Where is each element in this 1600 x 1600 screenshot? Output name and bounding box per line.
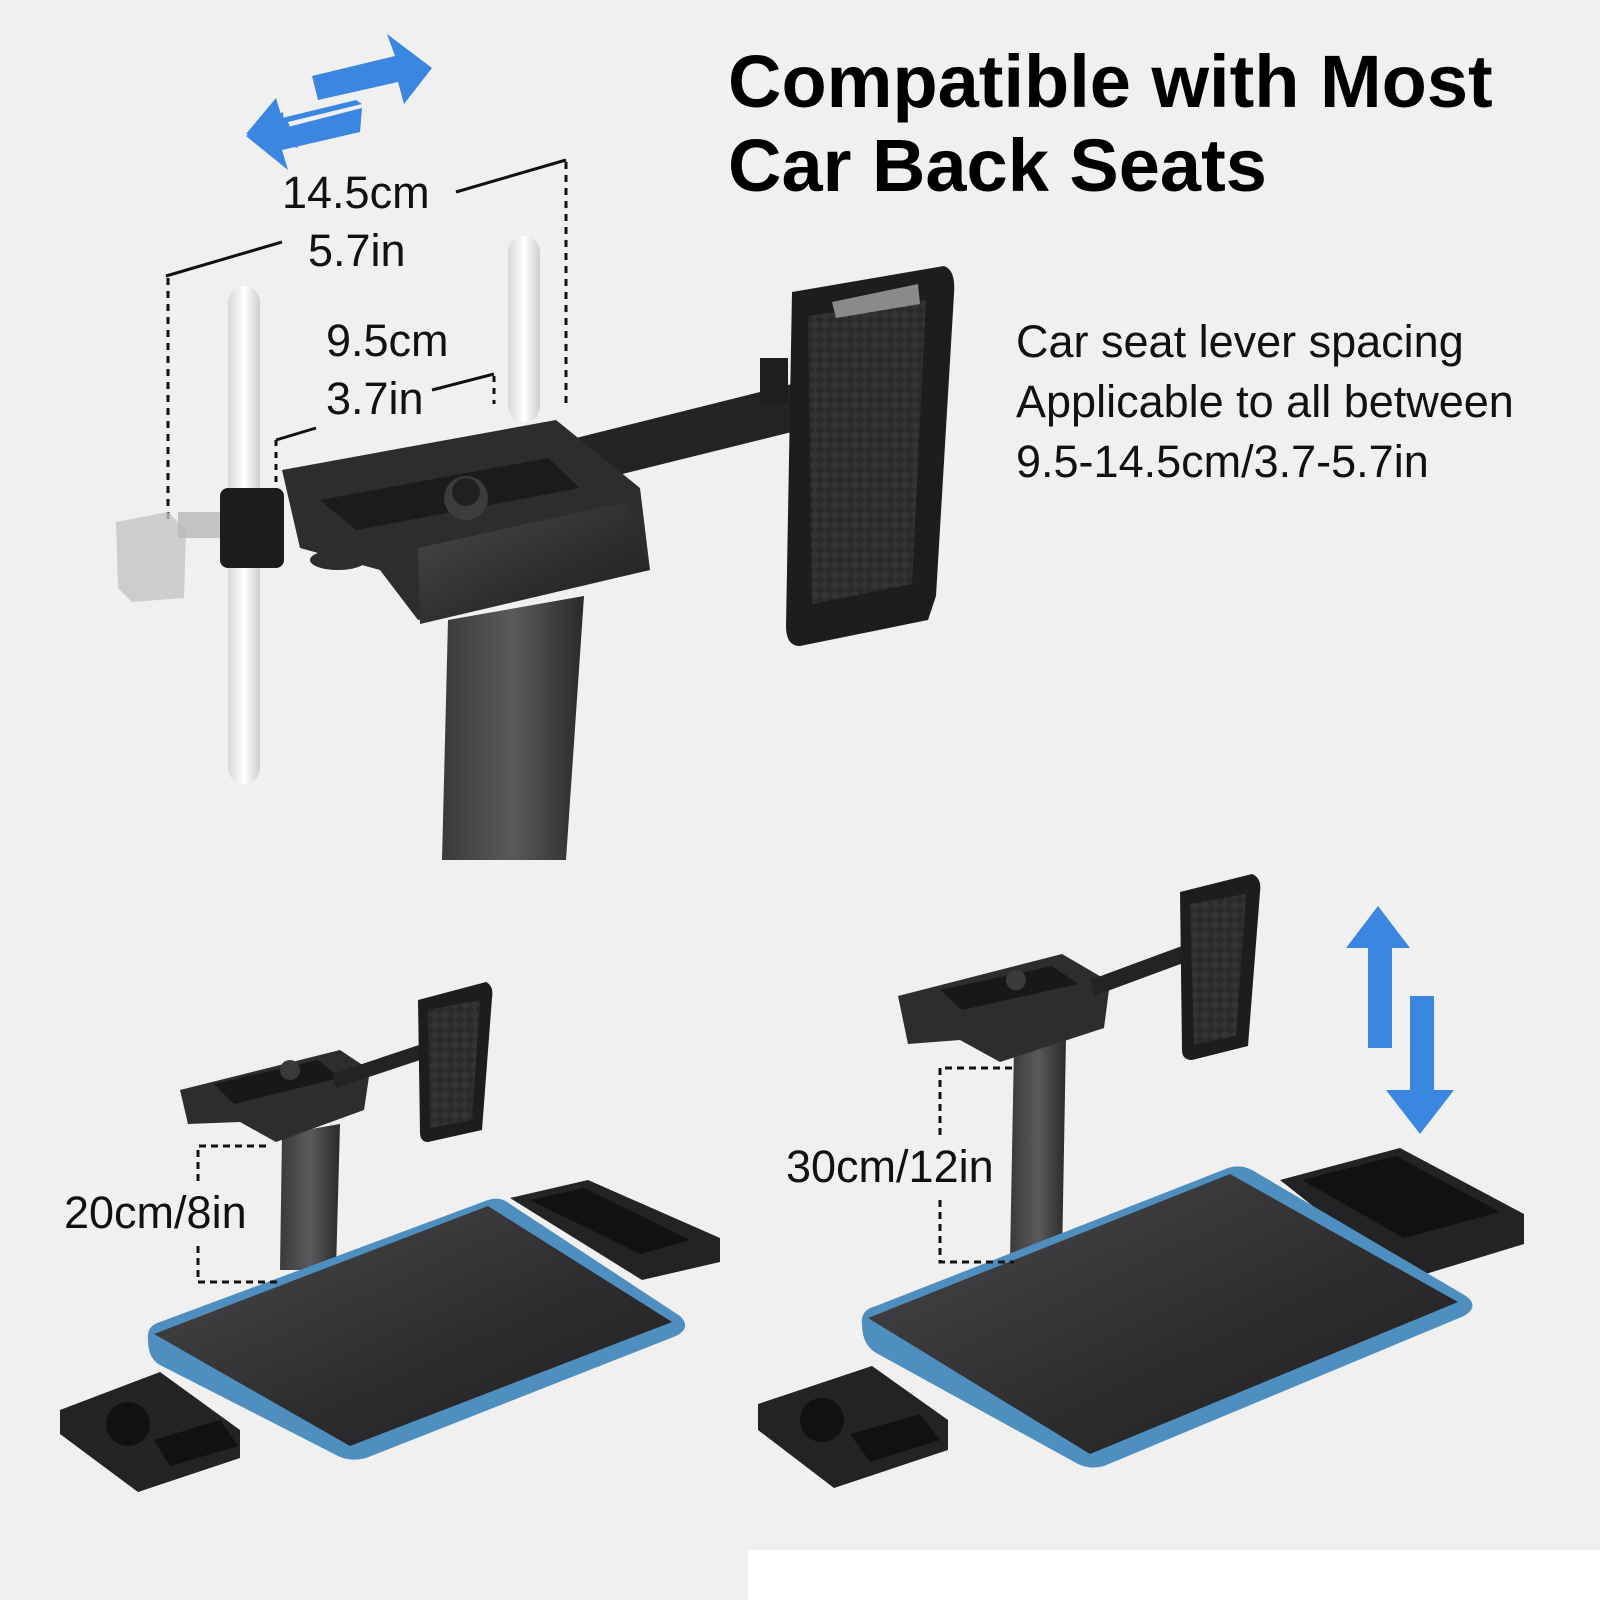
mount-low-position [60, 982, 720, 1492]
high-height-value: 30cm/12in [786, 1141, 994, 1192]
headline-line-1: Compatible with Most [728, 40, 1493, 123]
mount-high-position [758, 874, 1524, 1488]
min-spacing-cm: 9.5cm [326, 315, 449, 366]
min-spacing-label: 9.5cm 3.7in [326, 312, 449, 428]
double-arrow-up-down-icon [1346, 906, 1454, 1134]
extension-arm [560, 382, 808, 488]
high-height-label: 30cm/12in [786, 1138, 998, 1196]
support-pole-high [1010, 1036, 1066, 1260]
double-arrow-left-right-icon [246, 34, 432, 170]
max-spacing-label: 14.5cm 5.7in [282, 164, 430, 280]
min-spacing-in: 3.7in [326, 373, 424, 424]
max-spacing-in: 5.7in [308, 225, 406, 276]
low-height-label: 20cm/8in [64, 1184, 251, 1242]
headrest-rod-right [508, 236, 540, 422]
spacing-note-line-1: Car seat lever spacing [1016, 316, 1464, 367]
spacing-note: Car seat lever spacing Applicable to all… [1016, 312, 1596, 492]
support-pole-low [280, 1124, 340, 1270]
low-height-value: 20cm/8in [64, 1187, 247, 1238]
mount-top-view [116, 34, 955, 860]
clamp-body [220, 420, 650, 624]
headline: Compatible with Most Car Back Seats [728, 40, 1588, 208]
spacing-note-line-3: 9.5-14.5cm/3.7-5.7in [1016, 436, 1429, 487]
headline-line-2: Car Back Seats [728, 124, 1267, 207]
support-pole [442, 596, 584, 860]
corner-patch [748, 1550, 1600, 1600]
max-spacing-cm: 14.5cm [282, 167, 430, 218]
spacing-note-line-2: Applicable to all between [1016, 376, 1514, 427]
tablet-holder [786, 266, 955, 646]
ghost-clamp [116, 512, 186, 602]
